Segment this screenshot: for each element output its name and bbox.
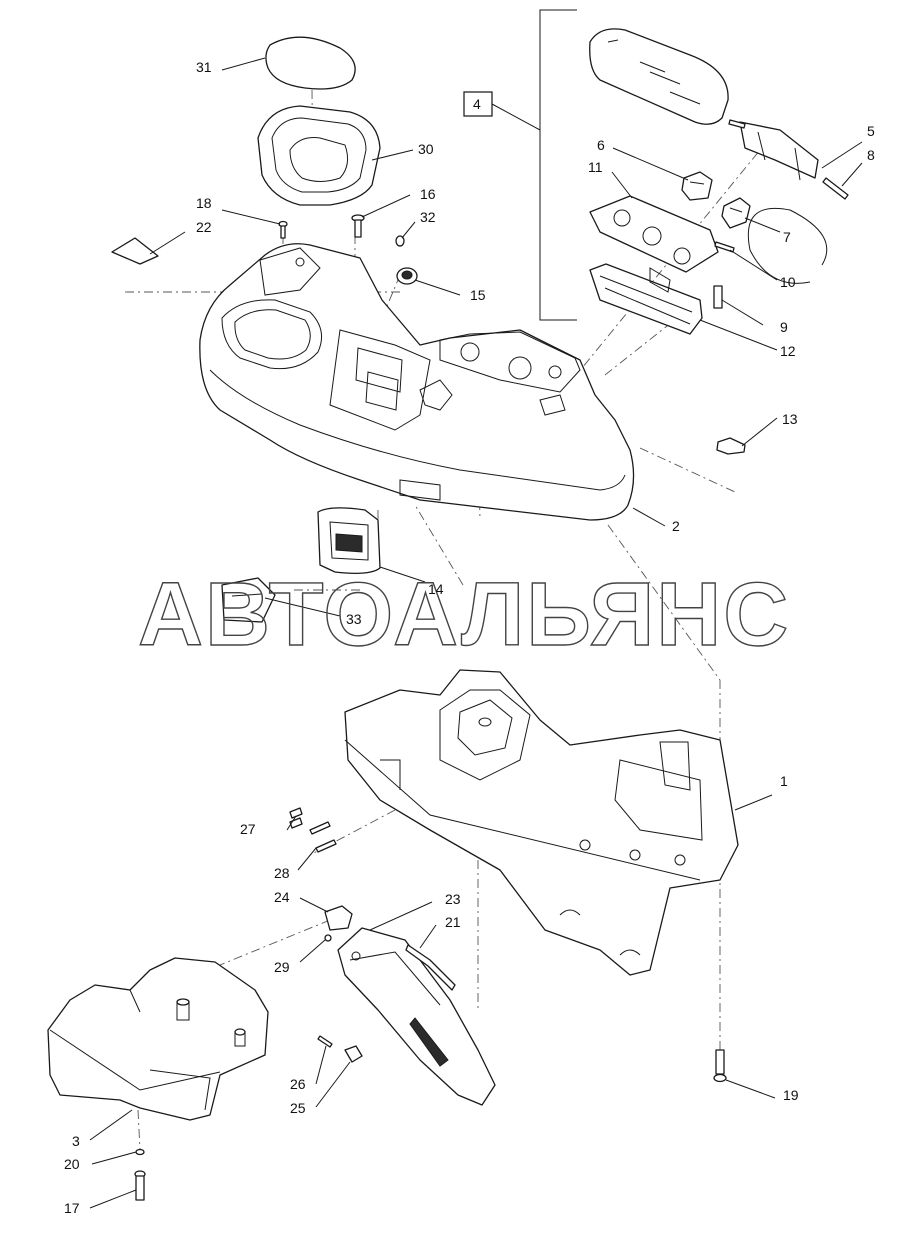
callout-5: 5 [867,123,875,139]
part-6-latch [681,171,713,201]
callout-4-box [463,91,493,117]
part-16-screw [351,214,365,238]
callout-numbers: 4 31 30 18 22 16 32 15 2 14 33 6 11 5 8 … [64,59,875,1216]
callout-18: 18 [196,195,212,211]
part-1-lower-console [344,669,739,976]
callout-1: 1 [780,773,788,789]
callout-31: 31 [196,59,212,75]
callout-2: 2 [672,518,680,534]
part-33-flap [221,577,276,623]
callout-17: 17 [64,1200,80,1216]
callout-3: 3 [72,1133,80,1149]
callout-24: 24 [274,889,290,905]
part-23-side-cover [337,927,496,1106]
part-21-trim-strip [405,944,456,991]
callout-7: 7 [783,229,791,245]
part-15-grommet [396,267,418,285]
callout-19: 19 [783,1087,799,1103]
callout-22: 22 [196,219,212,235]
part-19-bolt [713,1049,727,1083]
callout-6: 6 [597,137,605,153]
callout-8: 8 [867,147,875,163]
callout-9: 9 [780,319,788,335]
part-24-bracket [324,905,353,931]
part-22-tag [111,237,159,265]
part-13-clip [716,437,746,455]
callout-32: 32 [420,209,436,225]
part-25-clip [344,1045,363,1063]
callout-25: 25 [290,1100,306,1116]
part-8-pin [822,177,849,200]
part-31-cover-pad [265,36,356,90]
callout-4: 4 [473,96,481,112]
callout-26: 26 [290,1076,306,1092]
leader-lines [89,57,863,1209]
part-30-bezel-tray [257,105,381,206]
part-27-screws [289,807,303,829]
part-18-screw [278,220,288,239]
part-3-lower-cover [47,957,269,1121]
callout-20: 20 [64,1156,80,1172]
callout-23: 23 [445,891,461,907]
part-11-plate [589,195,719,273]
part-9-pin [713,285,723,309]
callout-29: 29 [274,959,290,975]
part-7-latch [721,197,751,229]
group-4-bracket [491,9,577,321]
callout-11: 11 [588,159,603,175]
part-17-bolt [134,1170,146,1201]
part-2-upper-console [199,243,635,521]
callout-16: 16 [420,186,436,202]
part-5-hinge [728,119,819,181]
part-26-screw [317,1035,333,1048]
callout-12: 12 [780,343,796,359]
callout-30: 30 [418,141,434,157]
part-20-washer [135,1148,145,1156]
callout-27: 27 [240,821,256,837]
callout-13: 13 [782,411,798,427]
part-29-screw [324,934,332,942]
callout-28: 28 [274,865,290,881]
callout-15: 15 [470,287,486,303]
callout-14: 14 [428,581,444,597]
part-14-rubber-boot [317,507,381,574]
part-12-base-plate [589,263,703,335]
part-28-screws [309,821,337,853]
part-32-plug [395,235,405,247]
watermark-text: АВТОАЛЬЯНС [138,565,790,665]
part-4-armrest-cushion [589,28,729,125]
callout-10: 10 [780,274,796,290]
callout-21: 21 [445,914,461,930]
callout-33: 33 [346,611,362,627]
